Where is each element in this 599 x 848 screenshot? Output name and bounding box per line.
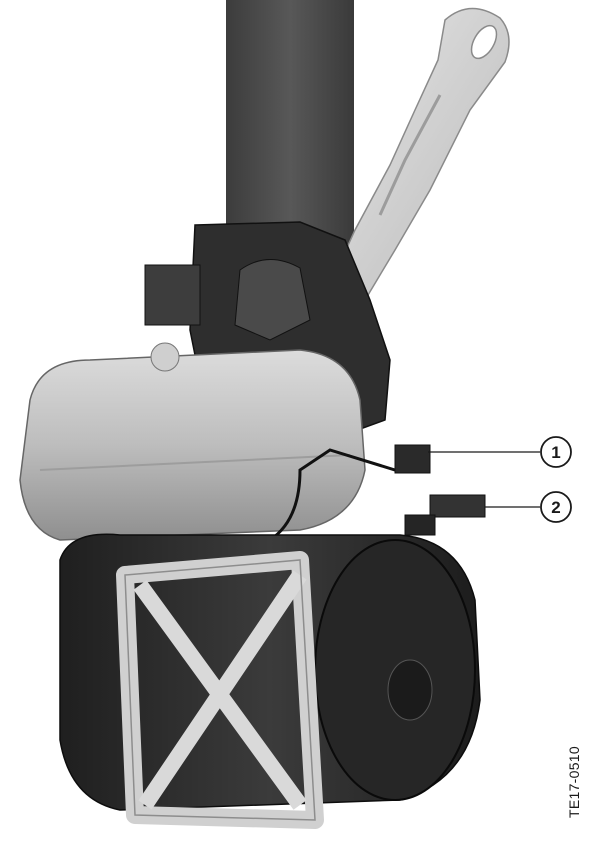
sensor-component [394,444,486,536]
callout-2-number: 2 [551,498,560,517]
gearbox-housing [19,342,366,541]
steering-column-shaft [226,0,354,250]
callout-2-marker [540,491,572,523]
cross-brace-frame [116,551,324,829]
electric-motor [59,533,481,811]
callout-1-marker [540,436,572,468]
figure-code: TE17-0510 [566,746,582,818]
callout-1-number: 1 [551,443,560,462]
mounting-bracket [329,7,510,301]
